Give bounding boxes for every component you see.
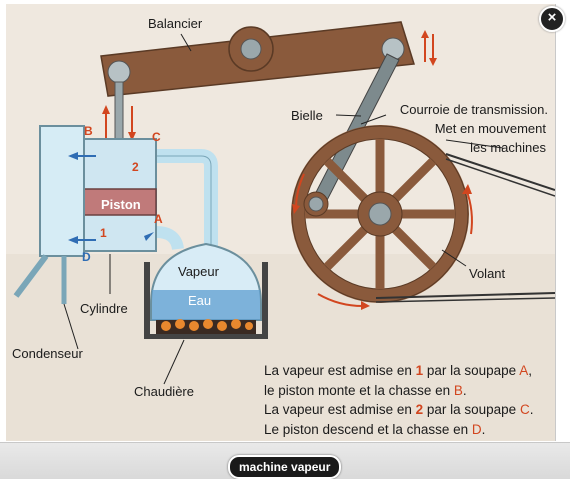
caption-letter: A: [519, 363, 529, 378]
image-title: machine vapeur: [228, 455, 342, 479]
marker-d: D: [82, 250, 91, 264]
caption-line-4: Le piston descend et la chasse en D.: [264, 420, 533, 440]
label-courroie-line2: Met en mouvement: [434, 121, 546, 136]
marker-one: 1: [100, 226, 107, 240]
caption-text: Le piston descend et la chasse en: [264, 421, 472, 437]
caption-line-2: le piston monte et la chasse en B.: [264, 381, 533, 401]
label-balancier: Balancier: [148, 16, 203, 31]
caption-text: .: [462, 382, 467, 398]
diagram-caption: La vapeur est admise en 1 par la soupape…: [264, 361, 533, 439]
label-courroie: Courroie de transmission.: [399, 102, 548, 117]
caption-text: le piston monte et la chasse en: [264, 382, 454, 398]
caption-text: La vapeur est admise en: [264, 363, 416, 378]
label-bielle: Bielle: [291, 108, 323, 123]
caption-num: 1: [415, 363, 424, 378]
diagram-drawing: [6, 4, 555, 441]
label-cylindre: Cylindre: [80, 301, 128, 316]
caption-text: ,: [528, 363, 532, 378]
caption-letter: D: [471, 421, 482, 437]
marker-a: A: [154, 212, 163, 226]
label-piston: Piston: [101, 197, 141, 212]
label-condenseur: Condenseur: [12, 346, 83, 361]
caption-text: .: [529, 402, 534, 417]
close-icon[interactable]: ×: [539, 6, 565, 32]
label-volant: Volant: [469, 266, 506, 281]
label-chaudiere: Chaudière: [134, 384, 194, 399]
label-eau: Eau: [188, 293, 212, 308]
marker-b: B: [84, 124, 93, 138]
caption-num: 2: [415, 402, 424, 417]
label-courroie-line3: les machines: [470, 140, 546, 155]
marker-c: C: [152, 130, 161, 144]
volant-flywheel: [291, 125, 469, 303]
caption-line-1: La vapeur est admise en 1 par la soupape…: [264, 361, 533, 381]
caption-text: La vapeur est admise en: [264, 402, 416, 417]
caption-text: par la soupape: [423, 363, 520, 378]
label-vapeur: Vapeur: [178, 264, 219, 279]
steam-engine-diagram: Balancier Bielle Courroie de transmissio…: [6, 4, 556, 441]
caption-text: .: [481, 421, 486, 437]
caption-text: par la soupape: [423, 402, 520, 417]
marker-two: 2: [132, 160, 139, 174]
caption-letter: C: [519, 402, 530, 417]
caption-letter: B: [453, 382, 463, 398]
caption-line-3: La vapeur est admise en 2 par la soupape…: [264, 400, 533, 420]
